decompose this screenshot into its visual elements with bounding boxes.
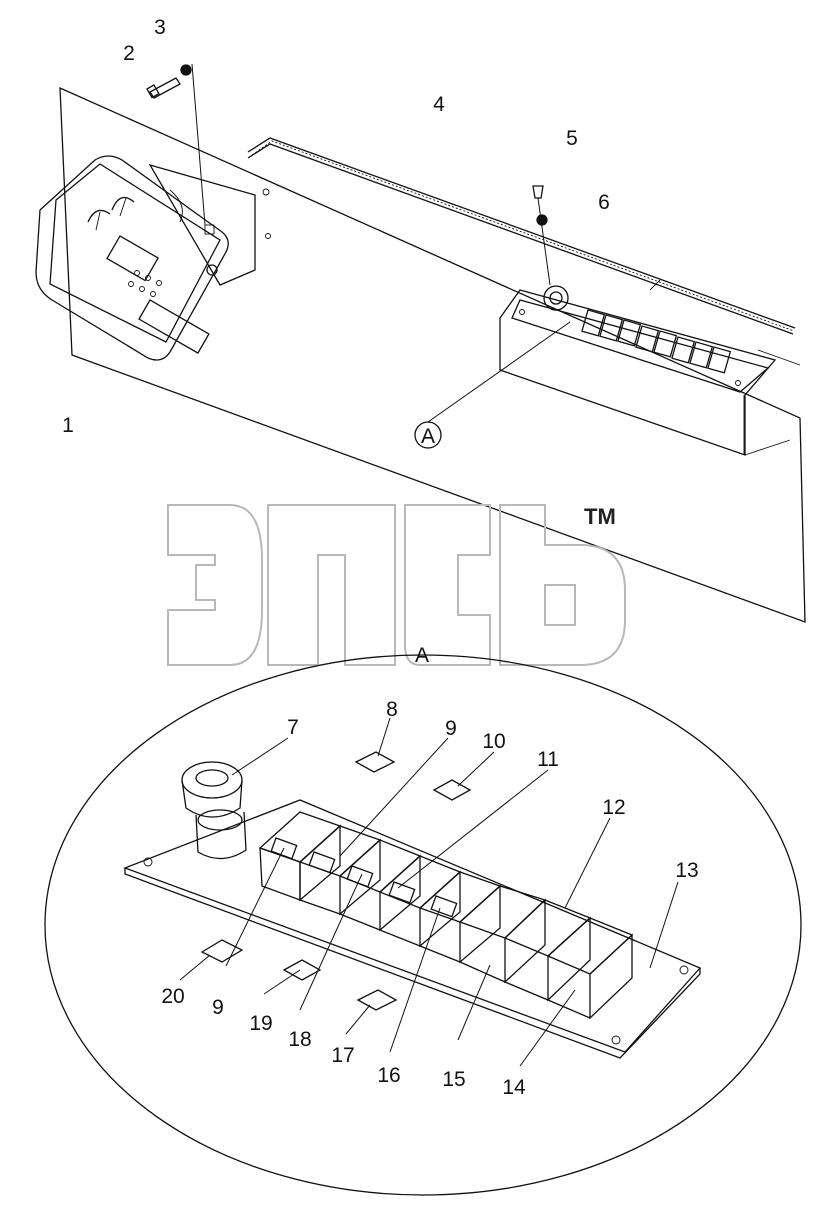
leader-lines — [179, 717, 679, 1067]
callout-6: 6 — [598, 191, 610, 214]
callout-10: 10 — [482, 730, 505, 753]
svg-text:A: A — [421, 425, 435, 448]
callout-16: 16 — [377, 1064, 400, 1087]
callout-12: 12 — [602, 796, 625, 819]
callout-14: 14 — [502, 1076, 526, 1099]
callout-17: 17 — [331, 1044, 354, 1067]
rocker-switch-group — [258, 811, 502, 964]
switch-panel-upper — [499, 285, 791, 456]
symbol-plates — [200, 751, 472, 1011]
callout-1: 1 — [62, 414, 74, 437]
callout-18: 18 — [288, 1028, 311, 1051]
screw-2-washer-3 — [146, 63, 206, 226]
callout-19: 19 — [249, 1012, 272, 1035]
callout-8: 8 — [386, 698, 398, 721]
blank-switch-group — [458, 885, 634, 1020]
panel-plate — [59, 86, 806, 623]
callout-labels: 1 2 3 4 5 6 7 8 9 10 11 12 13 14 15 16 1… — [62, 16, 699, 1099]
dashboard-panel — [59, 86, 806, 623]
view-marker: A — [414, 321, 571, 449]
callout-4: 4 — [433, 93, 445, 116]
watermark: TM — [167, 504, 626, 666]
svg-text:TM: TM — [584, 504, 616, 529]
instrument-cluster — [35, 155, 271, 361]
callout-9: 9 — [445, 717, 457, 740]
callout-7: 7 — [287, 716, 299, 739]
gauge-left-icon — [87, 209, 111, 223]
rocker-switch-row — [581, 309, 732, 374]
callout-13: 13 — [675, 859, 698, 882]
callout-11: 11 — [537, 748, 559, 771]
callout-3: 3 — [154, 16, 166, 39]
bolt-5-washer-6 — [532, 185, 551, 286]
callout-5: 5 — [566, 127, 578, 150]
callout-9-second: 9 — [212, 996, 224, 1019]
seal-strip — [247, 137, 796, 329]
mount-nut — [206, 264, 218, 276]
callout-2: 2 — [123, 42, 135, 65]
key-switch-detail — [181, 761, 247, 860]
svg-text:A: A — [415, 644, 429, 667]
detail-view-a: A — [44, 644, 802, 1196]
callout-15: 15 — [442, 1068, 465, 1091]
lcd-display — [106, 235, 159, 282]
callout-20: 20 — [161, 985, 184, 1008]
key-switch — [543, 285, 569, 311]
gauge-right-icon — [111, 196, 135, 211]
